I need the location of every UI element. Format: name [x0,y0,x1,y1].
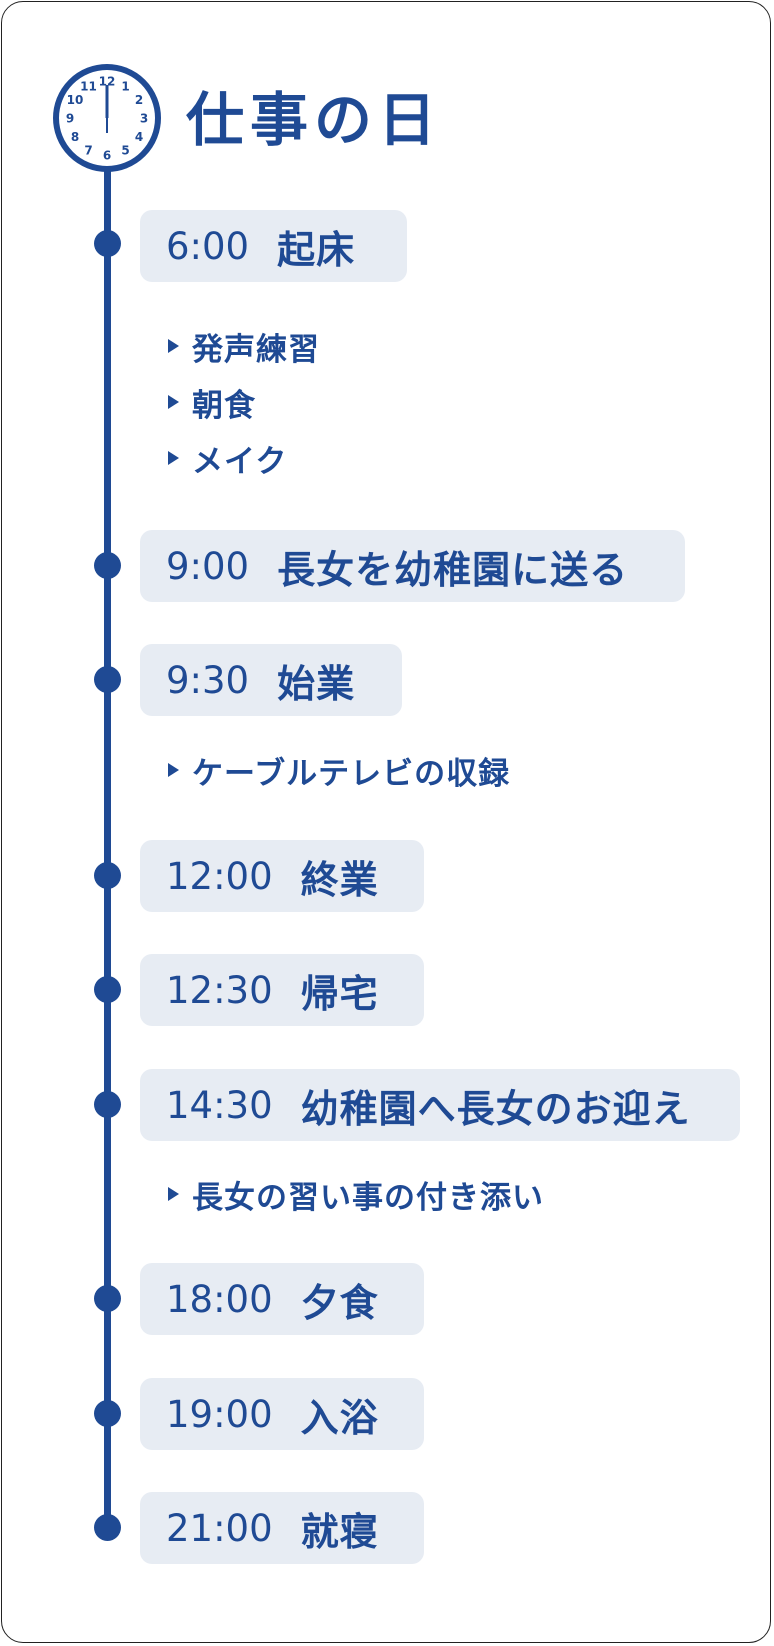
schedule-label: 起床 [277,227,356,272]
schedule-item: 9:00 長女を幼稚園に送る [140,530,685,602]
schedule-time: 9:00 [166,544,250,588]
schedule-subitem: ケーブルテレビの収録 [168,750,510,792]
triangle-bullet-icon [168,763,179,777]
schedule-item: 12:30 帰宅 [140,954,424,1026]
schedule-time: 18:00 [166,1277,273,1321]
clock-numeral: 11 [80,80,97,94]
schedule-item: 12:00 終業 [140,840,424,912]
timeline-dot [94,976,121,1003]
timeline-dot [94,862,121,889]
timeline-dot [94,552,121,579]
clock-numeral: 5 [121,144,129,158]
schedule-item: 18:00 夕食 [140,1263,424,1335]
clock-numeral: 1 [121,80,129,94]
schedule-item: 9:30 始業 [140,644,402,716]
clock-numeral: 10 [67,93,84,107]
clock-numeral: 9 [66,112,74,126]
schedule-subitem: 朝食 [168,382,256,424]
schedule-item: 21:00 就寝 [140,1492,424,1564]
schedule-item: 19:00 入浴 [140,1378,424,1450]
clock-numeral: 8 [71,130,79,144]
schedule-time: 14:30 [166,1083,273,1127]
timeline-dot [94,1514,121,1541]
triangle-bullet-icon [168,451,179,465]
schedule-item: 14:30 幼稚園へ長女のお迎え [140,1069,740,1141]
timeline-dot [94,1285,121,1312]
schedule-label: 帰宅 [300,971,379,1016]
schedule-label: 長女を幼稚園に送る [277,547,629,592]
schedule-subitem: 長女の習い事の付き添い [168,1174,544,1216]
schedule-time: 21:00 [166,1506,273,1550]
schedule-subitem: 発声練習 [168,326,320,368]
triangle-bullet-icon [168,339,179,353]
timeline-dot [94,666,121,693]
clock-numeral: 3 [140,112,148,126]
schedule-item: 6:00 起床 [140,210,407,282]
timeline-dot [94,1400,121,1427]
clock-numeral: 7 [84,144,92,158]
schedule-subitem: メイク [168,438,287,480]
clock-numeral: 6 [103,149,111,163]
page-title: 仕事の日 [186,86,443,154]
schedule-label: 夕食 [300,1280,379,1325]
schedule-time: 9:30 [166,658,250,702]
schedule-label: 入浴 [300,1395,379,1440]
schedule-time: 12:30 [166,968,273,1012]
schedule-label: 終業 [300,857,379,902]
schedule-time: 19:00 [166,1392,273,1436]
schedule-label: 就寝 [300,1509,379,1554]
schedule-time: 12:00 [166,854,273,898]
schedule-time: 6:00 [166,224,250,268]
schedule-label: 幼稚園へ長女のお迎え [300,1086,691,1131]
clock-numeral: 12 [99,75,116,89]
timeline-line [104,160,111,1530]
schedule-label: 始業 [277,661,356,706]
timeline-dot [94,230,121,257]
triangle-bullet-icon [168,395,179,409]
clock-numeral: 4 [135,130,143,144]
timeline-dot [94,1091,121,1118]
clock-numeral: 2 [135,93,143,107]
triangle-bullet-icon [168,1187,179,1201]
